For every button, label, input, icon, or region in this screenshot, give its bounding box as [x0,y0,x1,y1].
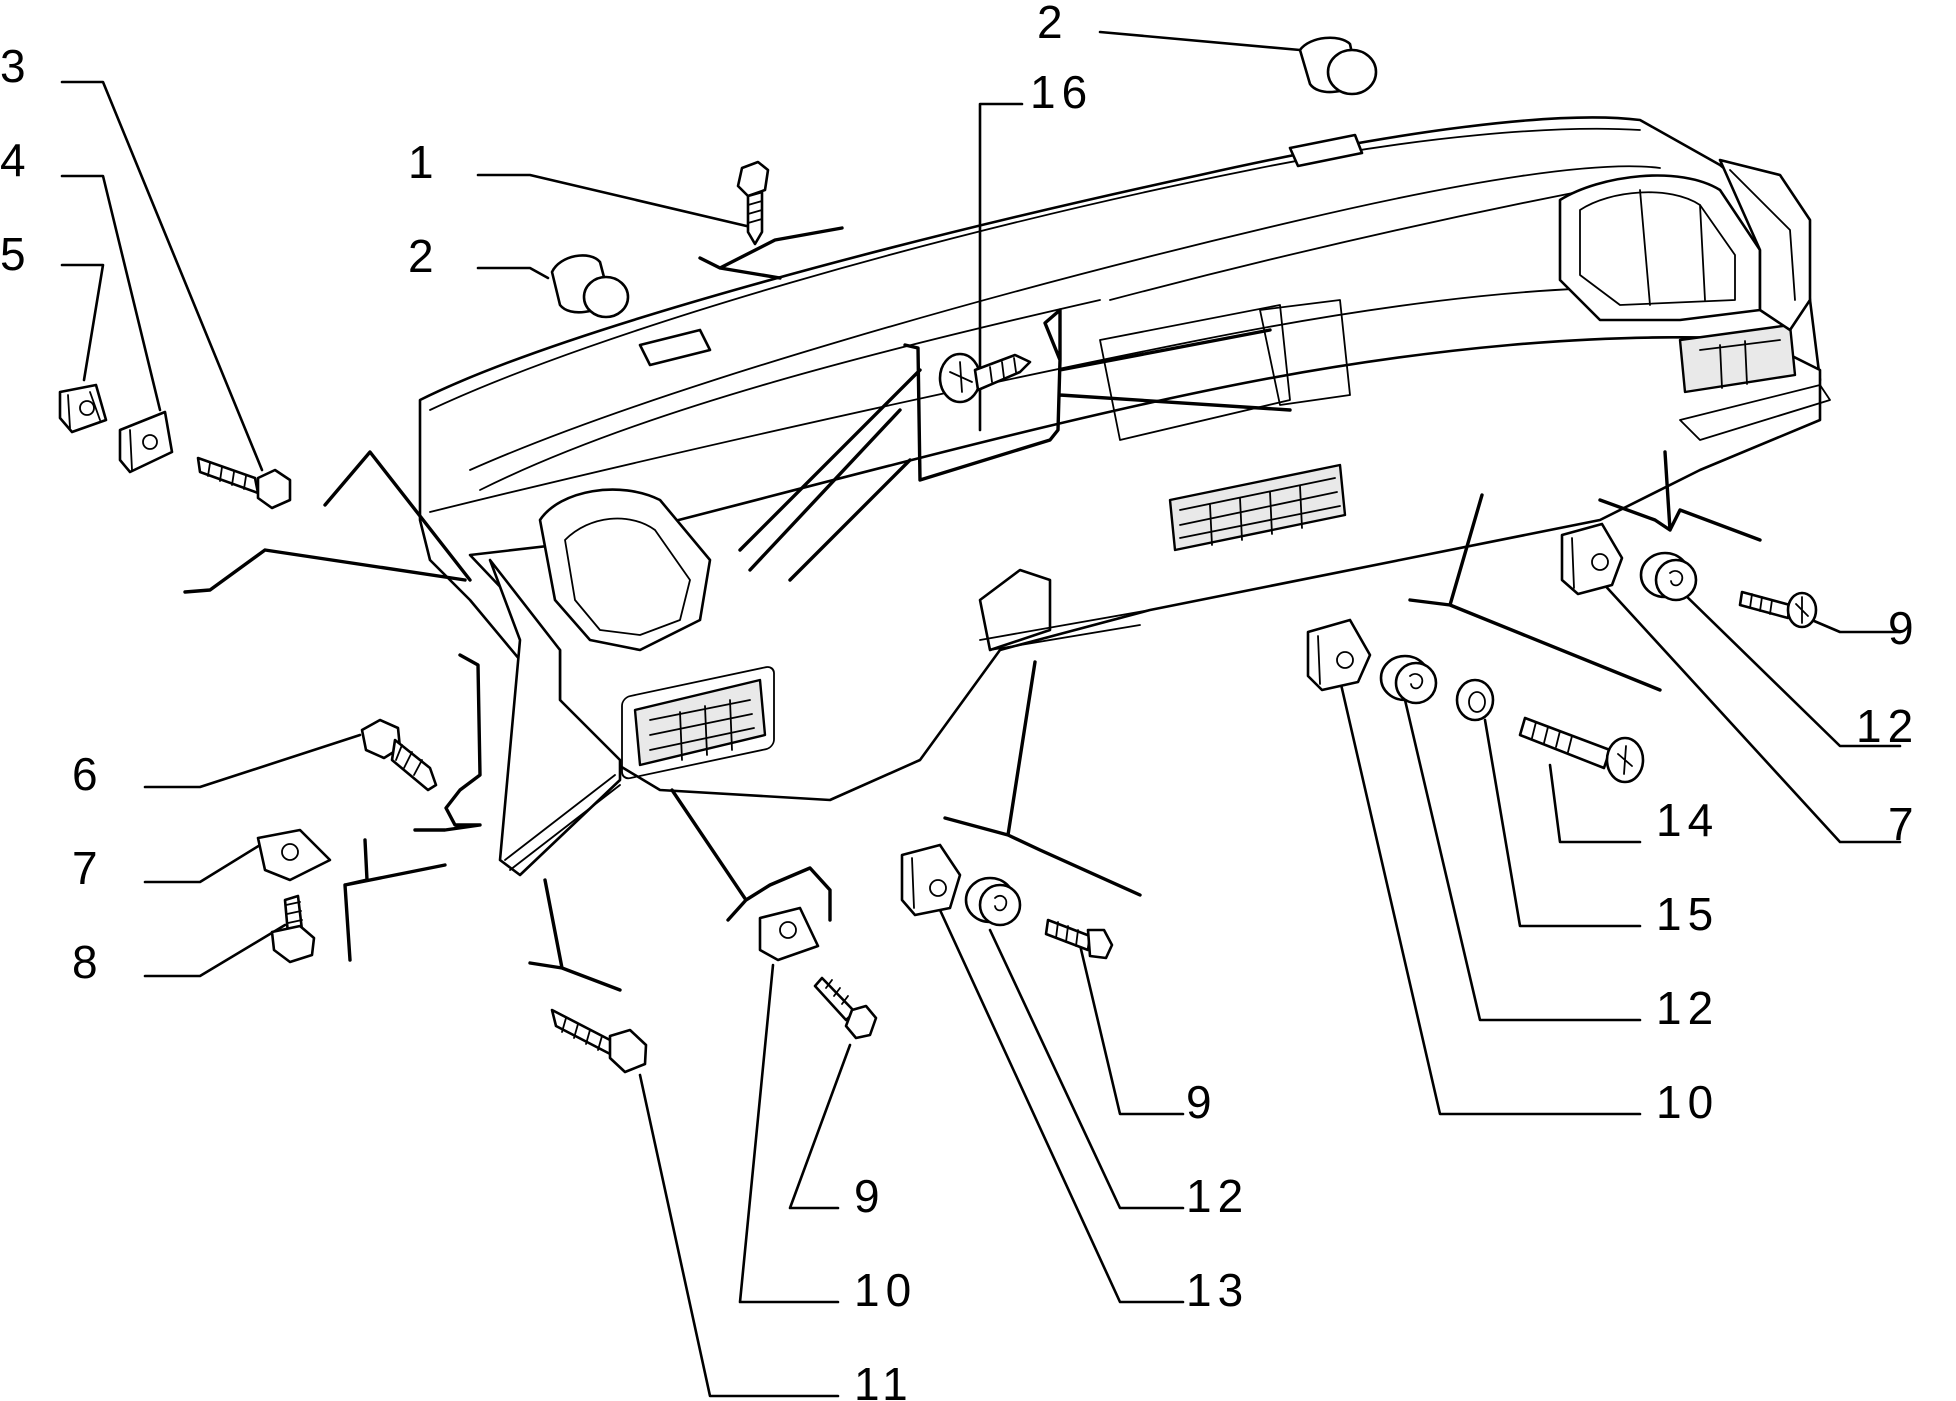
label-part-9: 9 [1186,1076,1218,1128]
clip-nut-icon [1306,618,1372,692]
screw-icon [736,160,770,246]
label-part-9: 9 [854,1170,886,1222]
clip-nut-icon [758,906,820,962]
spacer-icon [1379,654,1438,705]
label-part-16: 16 [1030,66,1093,118]
label-part-4: 4 [0,134,32,186]
label-part-7: 7 [72,842,104,894]
screw-icon [1518,716,1645,784]
bolt-icon [550,1008,648,1074]
clip-nut-icon [118,410,174,474]
screw-icon [813,976,878,1040]
label-part-2: 2 [408,230,440,282]
spacer-icon [964,876,1022,927]
label-part-2: 2 [1037,0,1069,48]
label-part-13: 13 [1186,1264,1249,1316]
label-part-12: 12 [1656,982,1719,1034]
clip-nut-icon [1560,522,1624,596]
label-part-1: 1 [408,136,440,188]
label-part-15: 15 [1656,888,1719,940]
screw-icon [1044,918,1114,960]
clip-nut-icon [256,828,332,882]
label-part-8: 8 [72,936,104,988]
spacer-icon [1639,551,1698,602]
bolt-icon [360,718,438,792]
plug-icon [550,254,630,319]
label-part-12: 12 [1856,700,1919,752]
dashboard-panel-icon [418,116,1831,877]
label-part-9: 9 [1888,602,1920,654]
label-part-3: 3 [0,40,32,92]
label-part-12: 12 [1186,1170,1249,1222]
screw-icon [938,352,1032,404]
label-part-6: 6 [72,748,104,800]
clip-nut-icon [58,383,108,434]
label-part-7: 7 [1888,798,1920,850]
label-part-5: 5 [0,228,32,280]
label-part-10: 10 [1656,1076,1719,1128]
label-part-11: 11 [854,1358,914,1401]
screw-icon [1738,590,1818,629]
washer-icon [1455,678,1495,722]
plug-icon [1298,36,1378,96]
screw-icon [270,894,316,964]
label-part-14: 14 [1656,794,1719,846]
label-part-10: 10 [854,1264,917,1316]
screw-icon [196,456,292,510]
clip-nut-icon [900,843,962,917]
callout-lines [60,30,1902,1398]
